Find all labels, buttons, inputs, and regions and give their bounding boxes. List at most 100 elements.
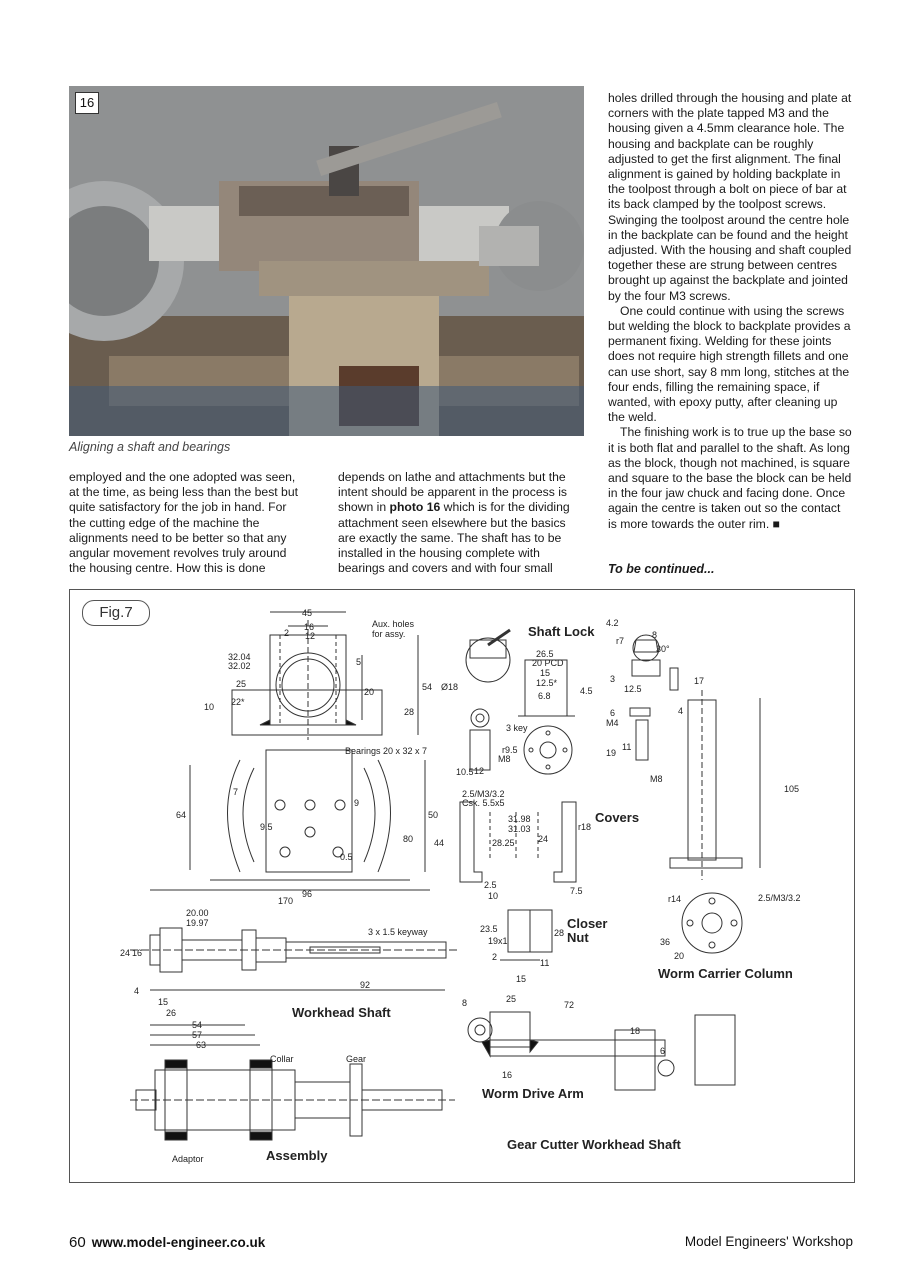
- shaft-lock-drawing: [465, 628, 575, 775]
- dim-6b: 6: [660, 1046, 665, 1056]
- lathe-photo-illustration: [69, 86, 584, 436]
- dim-31-98: 31.98: [508, 814, 531, 824]
- dim-26-5: 26.5: [536, 649, 554, 659]
- label-worm-carrier-column: Worm Carrier Column: [658, 966, 793, 981]
- dim-28: 28: [404, 707, 414, 717]
- dim-23-5: 23.5: [480, 924, 498, 934]
- dim-64: 64: [176, 810, 186, 820]
- dim-4: 4: [678, 706, 683, 716]
- col3-paragraph-2: One could continue with using the screws…: [608, 303, 851, 425]
- dim-17: 17: [694, 676, 704, 686]
- dim-0-5: 0.5: [340, 852, 353, 862]
- note-pcd: 20 PCD: [532, 658, 564, 668]
- dim-r14: r14: [668, 894, 681, 904]
- dim-6-8: 6.8: [538, 691, 551, 701]
- housing-front-view: [231, 611, 419, 740]
- article-column-3: holes drilled through the housing and pl…: [608, 91, 852, 532]
- note-aux-holes: Aux. holes: [372, 619, 415, 629]
- dim-24b: 24: [120, 948, 130, 958]
- dim-32-02: 32.02: [228, 661, 251, 671]
- note-3-key: 3 key: [506, 723, 528, 733]
- dim-32-04: 32.04: [228, 652, 251, 662]
- covers-drawing: [459, 801, 577, 883]
- dim-8: 8: [652, 630, 657, 640]
- note-tap-size: 2.5/M3/3.2: [462, 789, 505, 799]
- dim-170: 170: [278, 896, 293, 906]
- dim-80: 80: [403, 834, 413, 844]
- dim-9: 9: [354, 798, 359, 808]
- dim-26: 26: [166, 1008, 176, 1018]
- lathe-photo: 16: [69, 86, 584, 436]
- dim-7: 7: [233, 787, 238, 797]
- dim-11: 11: [622, 742, 631, 752]
- label-workhead-shaft: Workhead Shaft: [292, 1005, 391, 1020]
- dim-25c: 25: [506, 994, 516, 1004]
- dim-r18: r18: [578, 822, 591, 832]
- dim-22: 22*: [231, 697, 245, 707]
- col2-paragraph: depends on lathe and attachments but the…: [338, 470, 578, 576]
- label-closer: Closer: [567, 916, 607, 931]
- dim-dia-18: Ø18: [441, 682, 458, 692]
- dim-24: 24: [538, 834, 548, 844]
- dim-31-03: 31.03: [508, 824, 531, 834]
- photo-number: 16: [75, 92, 99, 114]
- article-column-2: depends on lathe and attachments but the…: [338, 470, 578, 576]
- dim-57: 57: [192, 1030, 202, 1040]
- closer-nut-drawing: [500, 909, 553, 961]
- dim-r9-5: r9.5: [502, 745, 518, 755]
- dim-72: 72: [564, 1000, 574, 1010]
- dim-19x1: 19x1: [488, 936, 508, 946]
- dim-20-00: 20.00: [186, 908, 209, 918]
- dim-12: 12: [305, 631, 315, 641]
- website-url: www.model-engineer.co.uk: [91, 1235, 266, 1250]
- dim-12-5: 12.5*: [536, 678, 558, 688]
- dim-5: 5: [356, 657, 361, 667]
- figure-7-drawing: Shaft Lock Covers Closer Nut Worm Carrie…: [69, 589, 855, 1183]
- dim-96: 96: [302, 889, 312, 899]
- small-parts-drawing: [629, 634, 679, 761]
- dim-28b: 28: [554, 928, 564, 938]
- note-adaptor: Adaptor: [172, 1154, 204, 1164]
- workhead-shaft-drawing: [130, 927, 460, 1046]
- label-covers: Covers: [595, 810, 639, 825]
- note-collar: Collar: [270, 1054, 294, 1064]
- dim-16b: 16: [132, 948, 142, 958]
- dim-19: 19: [606, 748, 616, 758]
- dim-m8b: M8: [650, 774, 663, 784]
- label-assembly: Assembly: [266, 1148, 328, 1163]
- dim-10: 10: [204, 702, 214, 712]
- dim-2: 2: [284, 628, 289, 638]
- footer-left: 60 www.model-engineer.co.uk: [69, 1234, 265, 1251]
- note-tap-size-2: 2.5/M3/3.2: [758, 893, 801, 903]
- label-nut: Nut: [567, 930, 589, 945]
- dim-19-97: 19.97: [186, 918, 209, 928]
- dim-92: 92: [360, 980, 370, 990]
- col1-paragraph: employed and the one adopted was seen, a…: [69, 470, 298, 576]
- article-column-1: employed and the one adopted was seen, a…: [69, 470, 304, 576]
- dim-11b: 11: [540, 958, 549, 968]
- label-shaft-lock: Shaft Lock: [528, 624, 595, 639]
- dim-3: 3: [610, 674, 615, 684]
- label-worm-drive-arm: Worm Drive Arm: [482, 1086, 584, 1101]
- dim-20: 20: [364, 687, 374, 697]
- dim-15b: 15: [516, 974, 526, 984]
- note-gear: Gear: [346, 1054, 366, 1064]
- dim-15c: 15: [158, 997, 168, 1007]
- assembly-drawing: [130, 1059, 455, 1141]
- dim-r7: r7: [616, 636, 624, 646]
- note-countersink: Csk. 5.5x5: [462, 798, 505, 808]
- dim-10-5: 10.5: [456, 767, 474, 777]
- dim-m4: M4: [606, 718, 619, 728]
- dim-2-5: 2.5: [484, 880, 497, 890]
- dim-4-2: 4.2: [606, 618, 619, 628]
- col3-paragraph-3: The finishing work is to true up the bas…: [608, 425, 852, 531]
- note-for-assy: for assy.: [372, 629, 405, 639]
- dim-45: 45: [302, 608, 312, 618]
- dim-4b: 4: [134, 986, 139, 996]
- dim-12-5b: 12.5: [624, 684, 642, 694]
- page-number: 60: [69, 1234, 86, 1251]
- dim-8b: 8: [462, 998, 467, 1008]
- label-gear-cutter-workhead-shaft: Gear Cutter Workhead Shaft: [507, 1137, 682, 1152]
- housing-plan-view: [150, 749, 430, 891]
- note-bearings: Bearings 20 x 32 x 7: [345, 746, 427, 756]
